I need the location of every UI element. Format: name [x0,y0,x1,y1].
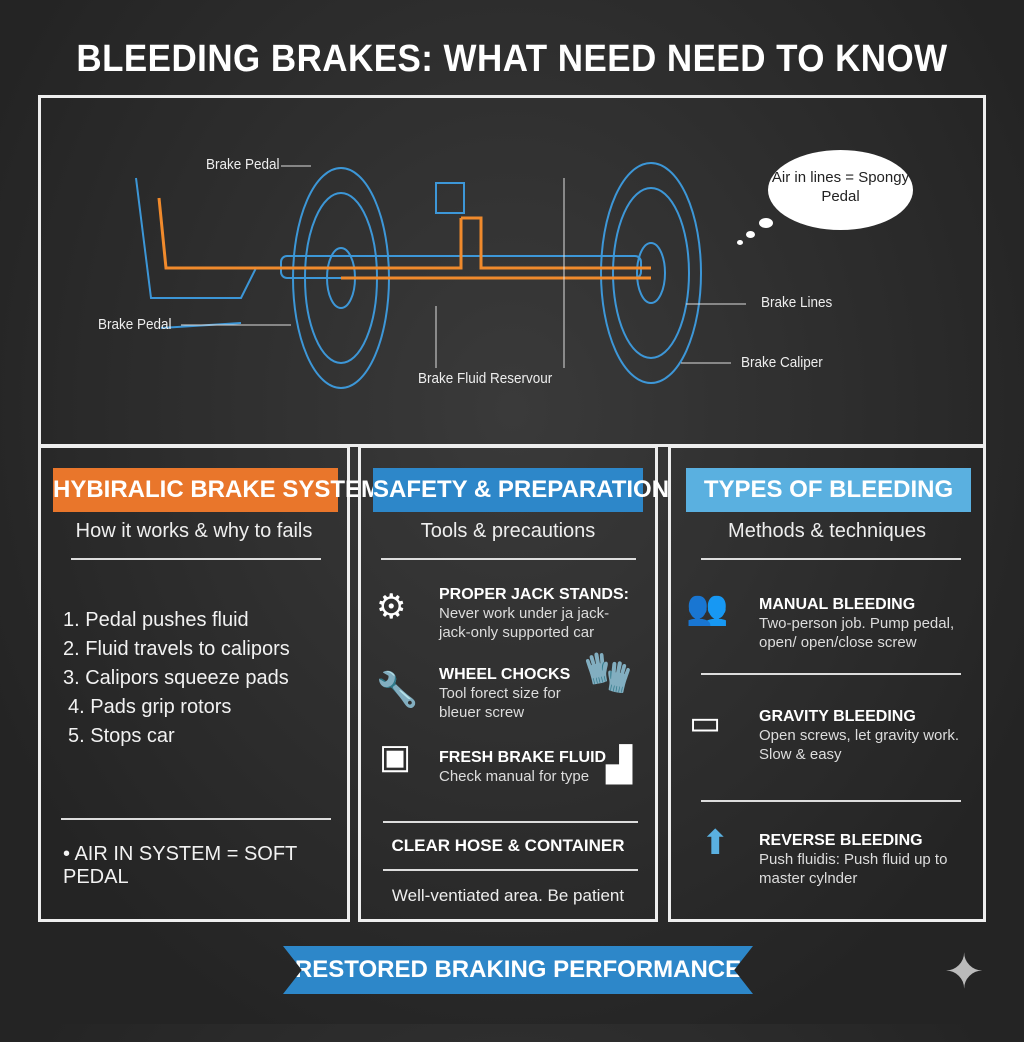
step: 2. Fluid travels to calipors [63,638,290,660]
steps-list: 1. Pedal pushes fluid 2. Fluid travels t… [63,606,290,751]
label-brake-lines: Brake Lines [761,294,833,311]
check-icon: ✓ [508,1005,536,1033]
panel-header: SAFETY & PREPARATION [373,468,669,512]
label-brake-caliper: Brake Caliper [741,354,823,371]
page-title: BLEEDING BRAKES: WHAT NEED NEED TO KNOW [76,38,948,80]
fluid-bottle-icon: ▣ [379,738,412,776]
wheel-icon: ⚙ [376,588,407,626]
gloves-icon: 🧤 [583,651,633,695]
label-fluid-reservoir: Brake Fluid Reservour [418,370,553,387]
panel-safety: SAFETY & PREPARATION Tools & precautions… [358,445,669,922]
hose-note: CLEAR HOSE & CONTAINER [391,836,625,855]
step: 5. Stops car [68,725,175,747]
safety-item: PROPER JACK STANDS:Never work under ja j… [439,586,629,641]
panel-header: HYBIRALIC BRAKE SYSTEM [53,468,381,512]
gravity-icon: ▭ [689,704,722,742]
reverse-arrow-icon: ⬆ [701,824,730,862]
brake-system-diagram: Brake Pedal Brake Pedal Brake Fluid Rese… [38,95,986,447]
label-brake-pedal: Brake Pedal [98,316,172,333]
panel-subtitle: Tools & precautions [420,520,596,542]
step: 1. Pedal pushes fluid [63,609,249,631]
container-icon: ▟ [606,746,633,784]
panel-subtitle: Methods & techniques [728,520,926,542]
brake-diagram-illustration [135,162,746,389]
step: 4. Pads grip rotors [68,696,232,718]
panel-bleeding-types: TYPES OF BLEEDING Methods & techniques 👥… [668,445,986,922]
two-person-icon: 👥 [686,589,729,627]
panel-hydraulic-system: HYBIRALIC BRAKE SYSTEM How it works & wh… [38,445,381,922]
thought-bubble: Air in lines = Spongy Pedal [768,150,913,230]
result-banner: RESTORED BRAKING PERFORMANCE✓ [283,946,753,994]
panel-header: TYPES OF BLEEDING [686,468,971,512]
sparkle-icon: ✦ [944,946,985,999]
panel-subtitle: How it works & why to fails [75,520,313,542]
wrench-icon: 🔧 [376,671,419,709]
panel-footer: Well-ventiated area. Be patient [391,886,625,905]
air-note: • AIR IN SYSTEM = SOFT PEDAL [63,843,297,888]
step: 3. Calipors squeeze pads [63,667,289,689]
label-brake-pedal-top: Brake Pedal [206,156,280,173]
